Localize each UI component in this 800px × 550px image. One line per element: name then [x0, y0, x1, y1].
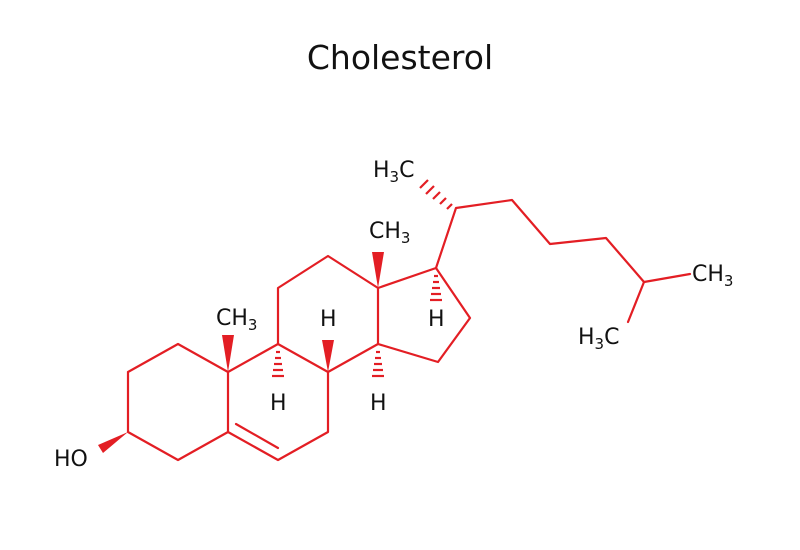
label-methyl-c13: CH3: [369, 219, 410, 247]
page-title: Cholesterol: [306, 38, 494, 77]
ring-b: [226, 342, 330, 462]
wedge-h-c8: [322, 340, 334, 372]
ring-a: [126, 342, 230, 462]
label-hydroxyl: HO: [54, 447, 88, 472]
wedge-hydroxyl: [98, 432, 128, 453]
label-methyl-c27: H3C: [578, 325, 619, 353]
wedge-methyl-c13: [372, 252, 384, 288]
label-h-c17: H: [428, 307, 445, 332]
label-h-c8: H: [320, 307, 337, 332]
label-methyl-c21: H3C: [373, 158, 414, 186]
label-h-c14: H: [370, 391, 387, 416]
ring-c: [276, 254, 380, 374]
hash-h-c17: [430, 274, 442, 302]
side-chain: [434, 198, 692, 324]
hash-h-c9: [272, 350, 284, 378]
hash-h-c14: [372, 350, 384, 378]
hash-methyl-c21: [419, 179, 453, 210]
double-bond-c5-c6: [234, 422, 280, 450]
label-methyl-c10: CH3: [216, 306, 257, 334]
label-h-c9: H: [270, 391, 287, 416]
label-methyl-c26: CH3: [692, 262, 733, 290]
ring-d: [376, 266, 472, 364]
wedge-methyl-c10: [222, 335, 234, 372]
